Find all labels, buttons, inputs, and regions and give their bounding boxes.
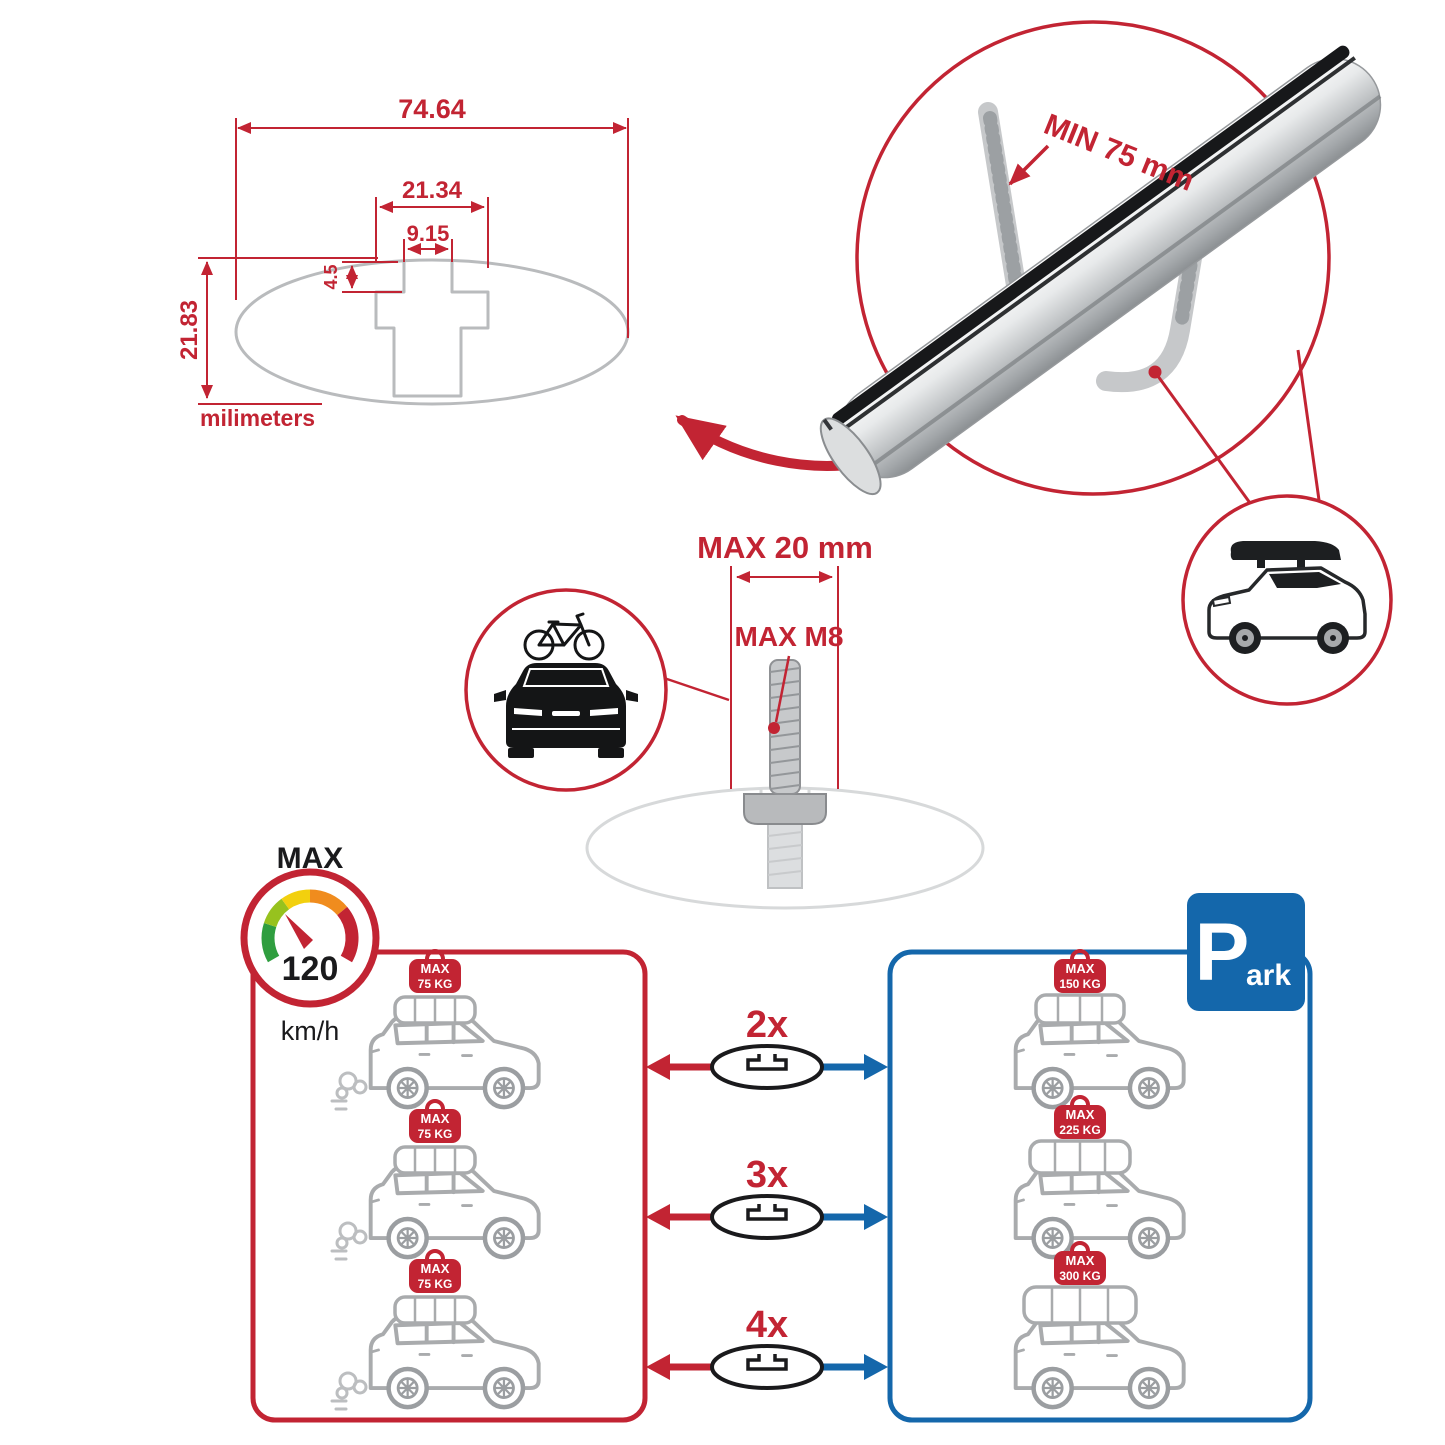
badge-title: MAX [421, 1111, 450, 1126]
bolt-dimension-lines [730, 566, 839, 789]
connector-line-2 [1296, 349, 1321, 501]
badge-title: MAX [421, 961, 450, 976]
driving-car-3: MAX 75 KG [330, 1249, 539, 1411]
badge-value: 75 KG [418, 1127, 453, 1141]
suv-with-roofbox-illustration [1207, 541, 1367, 654]
bar-count-row-3: 4x [646, 1304, 888, 1390]
load-badge: MAX 75 KG [409, 949, 461, 993]
badge-value: 75 KG [418, 1277, 453, 1291]
car-front-with-bike-illustration [494, 612, 638, 758]
driving-car-1: MAX 75 KG [330, 949, 539, 1111]
channel-inner-width-value: 9.15 [407, 221, 450, 246]
bolt-illustration [743, 659, 827, 889]
bar-count-row-1: 2x [646, 1004, 888, 1090]
badge-title: MAX [421, 1261, 450, 1276]
park-sign: P ark [1187, 893, 1305, 1011]
load-panels-section: P ark MAX 120 km/h [240, 842, 1313, 1423]
channel-depth-value: 4.5 [321, 264, 341, 289]
gauge-arcs [261, 889, 359, 963]
bar-count-label: 3x [746, 1154, 788, 1196]
dimension-lines [198, 118, 629, 405]
speed-value: 120 [282, 950, 339, 988]
cross-section-diagram: 74.64 21.34 9.15 4.5 21.83 milimeters [176, 94, 893, 471]
crossbar-icon [710, 1344, 824, 1390]
total-height-value: 21.83 [176, 300, 203, 360]
crossbar-profile-outline [234, 258, 630, 406]
gauge-needle [285, 914, 313, 949]
max-width-label: MAX 20 mm [697, 530, 873, 565]
driving-car-2: MAX 75 KG [330, 1099, 539, 1261]
crossbar-detail-section: MIN 75 mm [819, 20, 1393, 706]
speed-unit: km/h [281, 1016, 340, 1046]
park-sign-suffix: ark [1246, 959, 1291, 992]
total-width-value: 74.64 [398, 94, 466, 124]
channel-outer-width-value: 21.34 [402, 177, 463, 204]
park-sign-letter: P [1195, 907, 1250, 998]
load-badge: MAX 75 KG [409, 1099, 461, 1143]
bar-count-row-2: 3x [646, 1154, 888, 1240]
connector-line-1 [1153, 371, 1252, 504]
load-badge: MAX 75 KG [409, 1249, 461, 1293]
badge-value: 300 KG [1059, 1269, 1100, 1283]
units-label: milimeters [200, 405, 315, 431]
load-badge: MAX 150 KG [1054, 949, 1106, 993]
parked-car-2: MAX 225 KG [1016, 1095, 1184, 1257]
crossbar-icon [710, 1194, 824, 1240]
badge-value: 150 KG [1059, 977, 1100, 991]
speed-limit-gauge: MAX 120 km/h [240, 842, 380, 1046]
badge-title: MAX [1066, 961, 1095, 976]
load-badge: MAX 300 KG [1054, 1241, 1106, 1285]
clamp-min-arrow [1008, 144, 1050, 186]
badge-value: 75 KG [418, 977, 453, 991]
parked-car-1: MAX 150 KG [1016, 949, 1184, 1107]
bar-count-label: 4x [746, 1304, 788, 1346]
max-thread-label: MAX M8 [735, 621, 844, 652]
aluminum-crossbar [819, 45, 1382, 495]
badge-title: MAX [1066, 1253, 1095, 1268]
parked-car-3: MAX 300 KG [1016, 1241, 1184, 1407]
badge-title: MAX [1066, 1107, 1095, 1122]
bar-count-label: 2x [746, 1004, 788, 1046]
badge-value: 225 KG [1059, 1123, 1100, 1137]
bolt-detail-section: MAX 20 mm MAX M8 [464, 530, 985, 910]
bike-bubble-leader [663, 676, 730, 702]
crossbar-icon [710, 1044, 824, 1090]
thread-point-dot [768, 722, 780, 734]
load-badge: MAX 225 KG [1054, 1095, 1106, 1139]
